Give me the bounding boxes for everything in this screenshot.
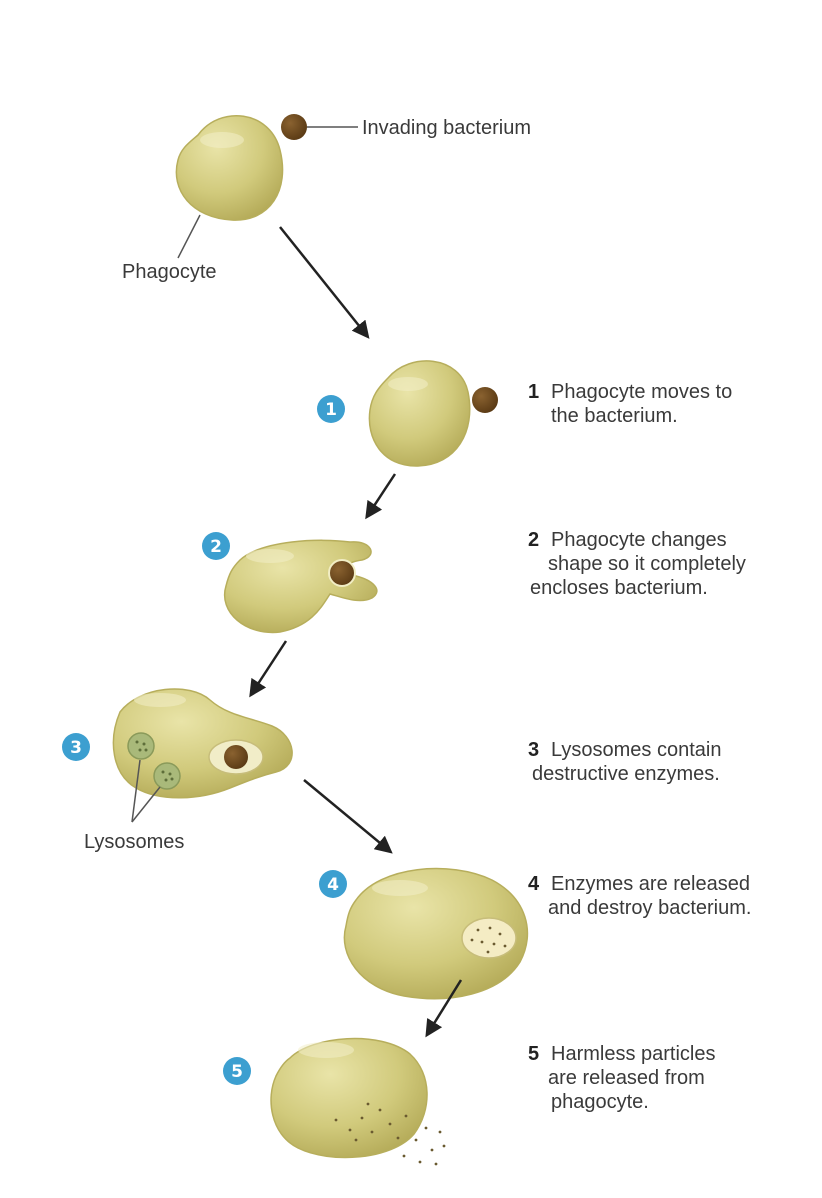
step-2-bacterium: [328, 559, 356, 587]
arrow-to-step-3: [249, 640, 288, 698]
phagocyte-leader-line: [177, 214, 201, 259]
step-1-bacterium: [472, 387, 498, 413]
step-3-bacterium: [224, 745, 248, 769]
label-invading-bacterium: Invading bacterium: [362, 117, 531, 139]
step-1-cell: [368, 360, 471, 467]
arrow-to-step-4: [303, 779, 393, 854]
arrow-to-step-2: [365, 473, 397, 520]
svg-text:3: 3: [70, 738, 82, 758]
step-4-text: 4 Enzymes are released and destroy bacte…: [528, 873, 756, 919]
svg-text:5: 5: [231, 1062, 243, 1082]
step-4-cell: [343, 867, 529, 1000]
label-phagocyte: Phagocyte: [122, 261, 217, 283]
phagocyte-initial: [175, 114, 284, 221]
label-lysosomes: Lysosomes: [84, 831, 184, 853]
step-5-cell: [270, 1037, 428, 1159]
step-4-badge: 4: [319, 870, 347, 898]
lysosome-leader-2: [131, 786, 161, 823]
step-3-text: 3 Lysosomes contain destructive enzymes.: [528, 739, 727, 785]
step-2-cell: [223, 539, 378, 634]
step-4-destroyed-bacterium: [461, 917, 517, 959]
invading-bacterium: [281, 114, 307, 140]
step-2-badge: 2: [202, 532, 230, 560]
arrow-to-step-5: [425, 979, 463, 1038]
lysosome-leader-1: [131, 759, 141, 823]
harmless-particles: [334, 1102, 446, 1166]
step-5-text: 5 Harmless particles are released from p…: [528, 1043, 721, 1113]
lysosome-2: [153, 762, 181, 790]
step-1-text: 1 Phagocyte moves to the bacterium.: [528, 381, 738, 427]
svg-text:2: 2: [210, 537, 222, 557]
svg-text:1: 1: [325, 400, 337, 420]
step-1-badge: 1: [317, 395, 345, 423]
lysosome-1: [127, 732, 155, 760]
arrow-to-step-1: [279, 226, 370, 339]
step-2-text: 2 Phagocyte changes shape so it complete…: [528, 529, 751, 599]
svg-text:4: 4: [327, 875, 339, 895]
step-3-badge: 3: [62, 733, 90, 761]
step-5-badge: 5: [223, 1057, 251, 1085]
